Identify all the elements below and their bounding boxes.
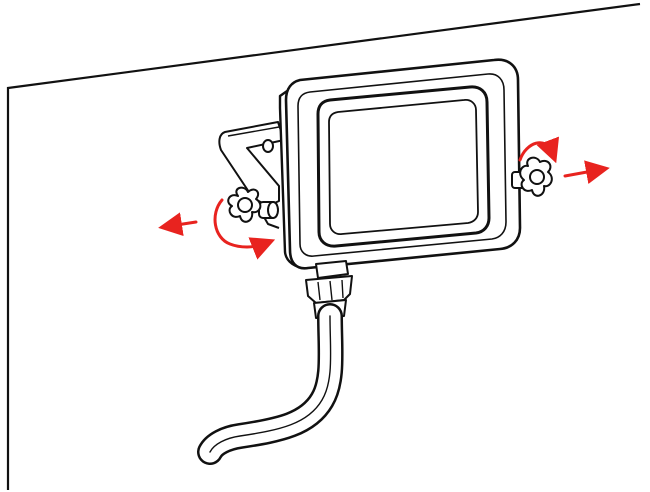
arrow-right-icon: [563, 160, 610, 184]
left-fastening-knob: [227, 186, 279, 223]
rotate-arrow-icon: [518, 136, 560, 164]
bracket-screw-hole: [262, 139, 274, 153]
floodlight-lens: [316, 85, 491, 248]
arrow-left-icon: [158, 212, 198, 237]
rotate-arrow-icon: [213, 198, 276, 260]
adjustment-arrows: [158, 136, 610, 260]
wall-edge: [6, 2, 641, 490]
power-cable: [197, 303, 344, 465]
right-fastening-knob: [511, 156, 553, 197]
housing-inner-bezel: [297, 73, 507, 257]
wall: [6, 2, 641, 490]
mounting-bracket: [218, 121, 285, 229]
